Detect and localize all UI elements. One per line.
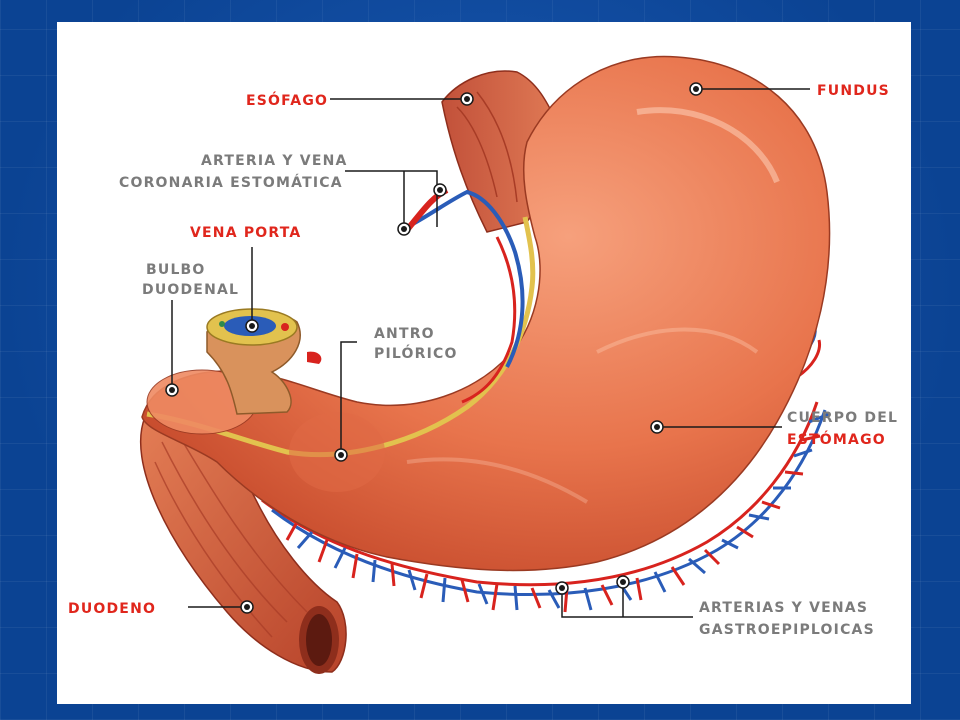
dot-bulbo xyxy=(165,383,179,397)
dot-gastro-2 xyxy=(616,575,630,589)
gastroepiploic-vessels xyxy=(261,326,830,613)
label-fundus: FUNDUS xyxy=(817,83,890,99)
portal-vein-section xyxy=(206,308,322,415)
dot-arteria-2 xyxy=(397,222,411,236)
dot-antro xyxy=(334,448,348,462)
leader-antro xyxy=(340,341,357,455)
stomach-body xyxy=(141,55,831,572)
duodenum xyxy=(139,416,347,674)
label-esofago: ESÓFAGO xyxy=(246,91,328,109)
label-bulbo-1: BULBO xyxy=(146,262,206,278)
labels: ESÓFAGO FUNDUS ARTERIA Y VENA CORONARIA … xyxy=(68,83,898,638)
dot-gastro-1 xyxy=(555,581,569,595)
dot-arteria-1 xyxy=(433,183,447,197)
label-antro-2: PILÓRICO xyxy=(374,344,458,362)
lesser-omentum-fat xyxy=(146,216,536,457)
stomach-diagram: ESÓFAGO FUNDUS ARTERIA Y VENA CORONARIA … xyxy=(68,55,898,674)
label-duodeno: DUODENO xyxy=(68,601,156,617)
label-cuerpo-1: CUERPO DEL xyxy=(787,410,898,426)
dot-fundus xyxy=(689,82,703,96)
label-antro-1: ANTRO xyxy=(374,326,435,342)
diagram-panel: ESÓFAGO FUNDUS ARTERIA Y VENA CORONARIA … xyxy=(57,22,911,704)
label-arteria-coronaria-2: CORONARIA ESTOMÁTICA xyxy=(119,174,343,191)
label-vena-porta: VENA PORTA xyxy=(190,225,301,241)
label-bulbo-2: DUODENAL xyxy=(142,282,239,298)
label-cuerpo-2: ESTÓMAGO xyxy=(787,430,886,448)
dot-cuerpo xyxy=(650,420,664,434)
dot-esofago xyxy=(460,92,474,106)
callout-dots xyxy=(165,82,703,614)
label-arteria-coronaria-1: ARTERIA Y VENA xyxy=(201,153,348,169)
dot-vena-porta xyxy=(245,319,259,333)
dot-duodeno xyxy=(240,600,254,614)
label-gastro-2: GASTROEPIPLOICAS xyxy=(699,622,875,638)
leader-gastro xyxy=(561,582,693,618)
leader-lines xyxy=(171,88,810,618)
label-gastro-1: ARTERIAS Y VENAS xyxy=(699,600,868,616)
